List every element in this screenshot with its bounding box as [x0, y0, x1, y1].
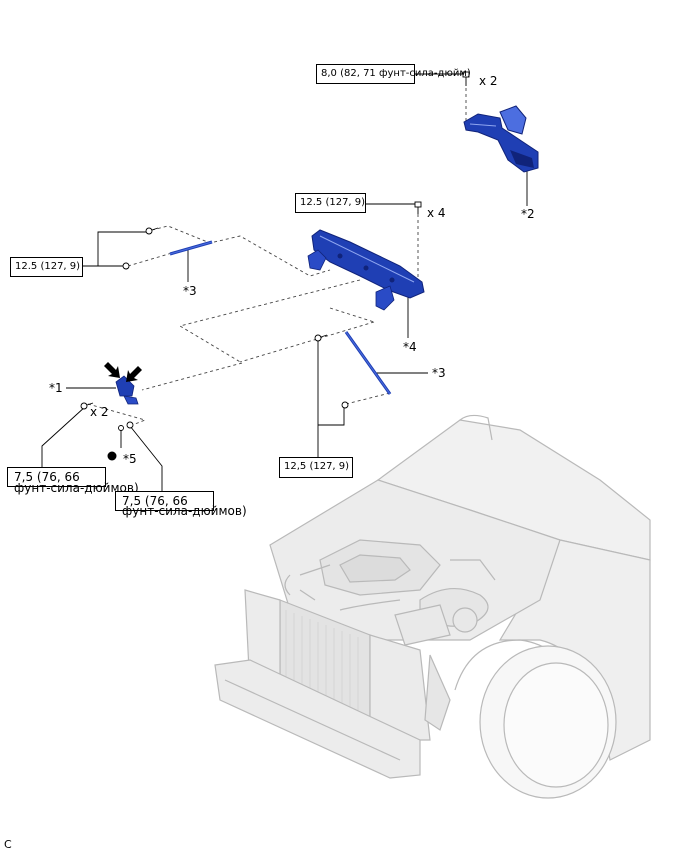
- arrow-icon: [104, 362, 142, 382]
- assembly-guide-lines: [87, 88, 467, 427]
- callout-2: *2: [521, 207, 535, 221]
- callout-4: *4: [403, 340, 417, 354]
- torque-label-4: 12,5 (127, 9): [279, 457, 353, 478]
- quantity-label-2: x 4: [427, 206, 446, 220]
- vehicle-illustration: [214, 414, 651, 799]
- callout-3-upper: *3: [183, 284, 197, 298]
- torque-label-6-line1: 7,5 (76, 66: [122, 494, 188, 508]
- bolt-icon: [414, 201, 422, 214]
- callout-3-lower: *3: [432, 366, 446, 380]
- bolt-icon: [122, 262, 130, 270]
- reuse-marker-icon: [107, 451, 117, 461]
- torque-label-5-line1: 7,5 (76, 66: [14, 470, 80, 484]
- torque-label-6: 7,5 (76, 66: [115, 491, 214, 511]
- bolt-icon: [80, 402, 94, 410]
- part-4-bracket: [307, 229, 425, 311]
- torque-label-5-unit: фунт-сила-дюймов): [14, 481, 139, 495]
- torque-label-3: 12.5 (127, 9): [10, 257, 83, 277]
- bolt-icons: [80, 71, 470, 431]
- bolt-icon: [341, 401, 349, 409]
- nut-icon: [126, 421, 134, 429]
- callout-5: *5: [123, 452, 137, 466]
- bolt-icon: [462, 71, 470, 86]
- torque-label-2: 12.5 (127, 9): [295, 193, 366, 213]
- quantity-label-1: x 2: [479, 74, 498, 88]
- bolt-icon: [314, 334, 328, 342]
- torque-label-1: 8,0 (82, 71 фунт-сила-дюйм): [316, 64, 471, 84]
- nut-icon: [118, 425, 124, 431]
- part-1-bracket: [115, 375, 139, 405]
- leader-lines: [41, 73, 528, 492]
- bolt-icon: [145, 227, 159, 235]
- callout-1: *1: [49, 381, 63, 395]
- part-3-stay-upper: [169, 240, 213, 256]
- quantity-label-3: x 2: [90, 405, 109, 419]
- illustration-code: C: [4, 838, 12, 851]
- torque-label-6-unit: фунт-сила-дюймов): [122, 504, 247, 518]
- torque-label-5: 7,5 (76, 66: [7, 467, 106, 487]
- part-3-stay-lower: [344, 331, 392, 395]
- part-2-cover: [463, 105, 539, 173]
